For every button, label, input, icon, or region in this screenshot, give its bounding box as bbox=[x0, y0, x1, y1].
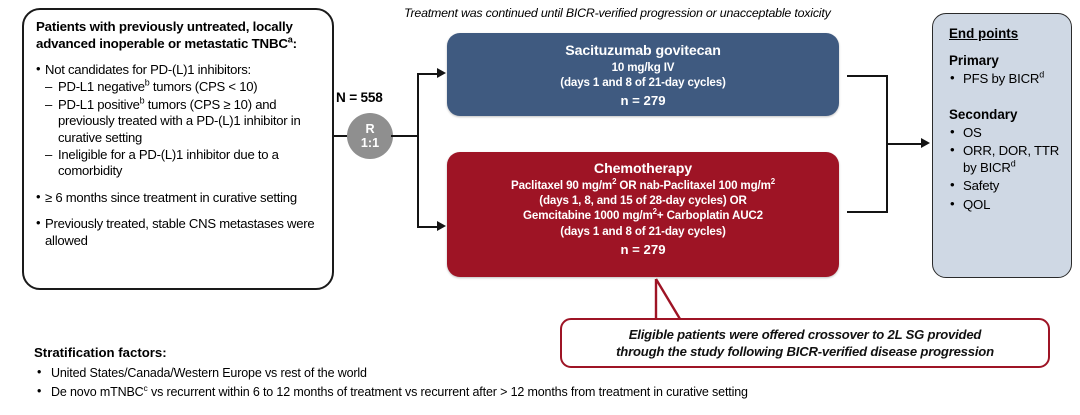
crossover-line1: Eligible patients were offered crossover… bbox=[628, 326, 982, 342]
arrow-to-arm-chemo bbox=[437, 221, 446, 231]
patient-title-line2: advanced inoperable or metastatic TNBC bbox=[36, 35, 288, 51]
crossover-callout: Eligible patients were offered crossover… bbox=[560, 318, 1050, 368]
list-item: De novo mTNBCc vs recurrent within 6 to … bbox=[34, 382, 1064, 402]
criteria-text: tumors (CPS < 10) bbox=[149, 79, 258, 95]
list-item: Safety bbox=[949, 177, 1061, 195]
footnote-marker-b: b bbox=[139, 95, 145, 106]
randomization-node: R 1:1 bbox=[347, 113, 393, 159]
connector-box-to-randomization bbox=[334, 135, 350, 138]
treatment-duration-caption: Treatment was continued until BICR-verif… bbox=[404, 6, 831, 20]
endpoints-title: End points bbox=[949, 26, 1019, 41]
list-item: PD-L1 positiveb tumors (CPS ≥ 10) and pr… bbox=[36, 95, 322, 146]
footnote-marker-b: b bbox=[144, 78, 150, 89]
arrow-to-arm-sg bbox=[437, 68, 446, 78]
connector-to-arm-chemo bbox=[417, 226, 439, 229]
patient-title-line1: Patients with previously untreated, loca… bbox=[36, 19, 293, 34]
list-item: PFS by BICRd bbox=[949, 69, 1061, 88]
criteria-text: tumors (CPS ≥ 10) and previously treated… bbox=[58, 96, 301, 145]
randomization-letter: R bbox=[365, 122, 375, 136]
arm-title: Chemotherapy bbox=[593, 161, 693, 177]
patient-title-colon: : bbox=[292, 35, 297, 51]
crossover-text: Eligible patients were offered crossover… bbox=[616, 326, 994, 361]
arm-regimen-line2: (days 1, 8, and 15 of 28-day cycles) OR bbox=[539, 194, 747, 208]
crossover-line2: through the study following BICR-verifie… bbox=[616, 344, 994, 359]
arm-schedule: (days 1 and 8 of 21-day cycles) bbox=[560, 76, 726, 90]
crossover-callout-tail bbox=[654, 278, 682, 320]
list-item: Ineligible for a PD-(L)1 inhibitor due t… bbox=[36, 147, 322, 180]
treatment-arm-sacituzumab-govitecan: Sacituzumab govitecan 10 mg/kg IV (days … bbox=[447, 33, 839, 116]
connector-to-arm-sg bbox=[417, 73, 439, 76]
patient-criteria-list: Not candidates for PD-(L)1 inhibitors: P… bbox=[36, 61, 322, 249]
connector-to-endpoints bbox=[886, 143, 923, 146]
connector-arm-sg-out bbox=[847, 75, 888, 78]
randomization-ratio: 1:1 bbox=[360, 136, 380, 150]
endpoints-secondary-list: OS ORR, DOR, TTR by BICRd Safety QOL bbox=[949, 124, 1061, 214]
endpoints-panel: End points Primary PFS by BICRd Secondar… bbox=[932, 13, 1072, 278]
endpoints-primary-list: PFS by BICRd bbox=[949, 69, 1061, 88]
criteria-text: PD-L1 positive bbox=[58, 96, 140, 112]
list-item: ORR, DOR, TTR by BICRd bbox=[949, 142, 1061, 176]
connector-split-vertical bbox=[417, 73, 420, 228]
endpoints-primary-label: Primary bbox=[949, 53, 999, 68]
connector-randomization-stem bbox=[391, 135, 419, 138]
list-item: Not candidates for PD-(L)1 inhibitors: bbox=[36, 61, 322, 78]
criteria-text: PD-L1 negative bbox=[58, 79, 145, 95]
arm-regimen-line3: Gemcitabine 1000 mg/m2+ Carboplatin AUC2 bbox=[523, 207, 763, 223]
patient-population-box: Patients with previously untreated, loca… bbox=[22, 8, 334, 290]
list-item: OS bbox=[949, 124, 1061, 142]
list-item: United States/Canada/Western Europe vs r… bbox=[34, 363, 1064, 383]
stratification-factors: Stratification factors: United States/Ca… bbox=[34, 345, 1064, 402]
connector-arm-chemo-out bbox=[847, 211, 888, 214]
arm-n: n = 279 bbox=[620, 241, 666, 257]
stratification-list: United States/Canada/Western Europe vs r… bbox=[34, 363, 1064, 402]
list-item: Previously treated, stable CNS metastase… bbox=[36, 215, 322, 249]
footnote-marker-a: a bbox=[287, 34, 293, 45]
list-item: PD-L1 negativeb tumors (CPS < 10) bbox=[36, 78, 322, 97]
treatment-arm-chemotherapy: Chemotherapy Paclitaxel 90 mg/m2 OR nab-… bbox=[447, 152, 839, 277]
arrow-to-endpoints bbox=[921, 138, 930, 148]
list-item: ≥ 6 months since treatment in curative s… bbox=[36, 189, 322, 206]
list-item: QOL bbox=[949, 196, 1061, 214]
patient-population-title: Patients with previously untreated, loca… bbox=[36, 19, 322, 52]
arm-regimen-line1: Paclitaxel 90 mg/m2 OR nab-Paclitaxel 10… bbox=[511, 177, 775, 192]
endpoint-text: ORR, DOR, TTR by BICR bbox=[963, 143, 1060, 175]
arm-dose: 10 mg/kg IV bbox=[611, 61, 675, 74]
randomization-n-label: N = 558 bbox=[336, 90, 383, 105]
arm-regimen-line4: (days 1 and 8 of 21-day cycles) bbox=[560, 224, 726, 238]
arm-title: Sacituzumab govitecan bbox=[565, 43, 721, 59]
endpoints-secondary-label: Secondary bbox=[949, 106, 1018, 122]
stratification-title: Stratification factors: bbox=[34, 345, 167, 360]
footnote-marker-d: d bbox=[1039, 69, 1045, 80]
endpoint-text: PFS by BICR bbox=[963, 71, 1040, 86]
arm-n: n = 279 bbox=[620, 93, 666, 109]
footnote-marker-d: d bbox=[1010, 158, 1016, 169]
